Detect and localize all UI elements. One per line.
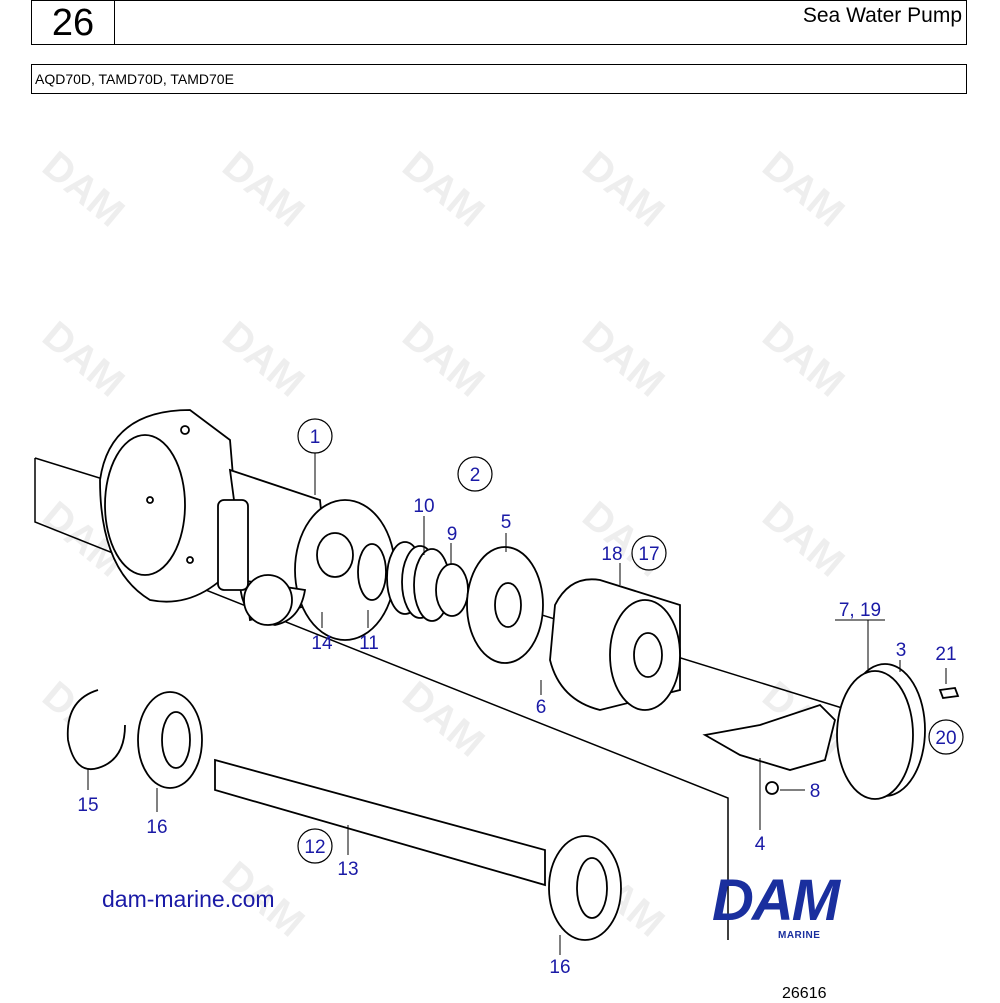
callout-18: 18 bbox=[601, 544, 622, 565]
svg-text:DAM: DAM bbox=[214, 143, 312, 235]
callout-10: 10 bbox=[413, 496, 434, 517]
callout-4: 4 bbox=[755, 834, 766, 855]
callout-5: 5 bbox=[501, 512, 512, 533]
callout-7-19: 7, 19 bbox=[839, 600, 881, 621]
callout-11: 11 bbox=[359, 633, 379, 654]
cover-plate bbox=[836, 663, 960, 800]
header-box: 26 Sea Water Pump bbox=[31, 0, 967, 45]
page-title: Sea Water Pump bbox=[802, 4, 962, 27]
shaft-assembly bbox=[66, 689, 622, 941]
cam-plate bbox=[466, 546, 544, 664]
wear-plate bbox=[702, 703, 836, 795]
svg-text:DAM: DAM bbox=[34, 313, 132, 405]
callout-12: 12 bbox=[304, 837, 325, 858]
callout-17: 17 bbox=[638, 544, 659, 565]
page-number: 26 bbox=[32, 1, 115, 44]
seal-assembly bbox=[357, 541, 469, 622]
callout-21: 21 bbox=[935, 644, 956, 665]
callout-16-bottom: 16 bbox=[549, 957, 570, 978]
impeller bbox=[549, 578, 681, 711]
callout-9: 9 bbox=[447, 524, 458, 545]
svg-text:DAM: DAM bbox=[214, 313, 312, 405]
svg-text:DAM: DAM bbox=[574, 143, 672, 235]
callout-3: 3 bbox=[896, 640, 907, 661]
callout-1: 1 bbox=[310, 427, 321, 448]
callout-2: 2 bbox=[470, 465, 481, 486]
leader-lines bbox=[87, 452, 947, 955]
svg-text:DAM: DAM bbox=[394, 313, 492, 405]
dam-logo: DAM bbox=[712, 868, 840, 933]
svg-text:DAM: DAM bbox=[574, 313, 672, 405]
callout-14: 14 bbox=[311, 633, 333, 654]
svg-text:DAM: DAM bbox=[754, 313, 852, 405]
callout-6: 6 bbox=[536, 697, 547, 718]
svg-text:DAM: DAM bbox=[754, 493, 852, 585]
callout-13: 13 bbox=[337, 859, 358, 880]
callout-labels: 1 2 10 9 5 18 17 14 11 6 7, 19 3 21 20 8… bbox=[77, 418, 964, 978]
callout-12-circle bbox=[297, 828, 333, 864]
callout-20-circle bbox=[928, 719, 964, 755]
website-link[interactable]: dam-marine.com bbox=[102, 886, 275, 912]
svg-text:DAM: DAM bbox=[34, 143, 132, 235]
callout-16-left: 16 bbox=[146, 817, 167, 838]
logo-subtitle: MARINE bbox=[778, 930, 821, 941]
svg-text:DAM: DAM bbox=[754, 143, 852, 235]
pump-housing bbox=[99, 409, 396, 641]
callout-20: 20 bbox=[935, 728, 956, 749]
callout-17-circle bbox=[631, 535, 667, 571]
svg-text:DAM: DAM bbox=[394, 673, 492, 765]
callout-1-circle bbox=[297, 418, 333, 454]
callout-8: 8 bbox=[810, 781, 821, 802]
callout-15: 15 bbox=[77, 795, 98, 816]
drawing-reference-number: 26616 bbox=[782, 985, 827, 1002]
models-label: AQD70D, TAMD70D, TAMD70E bbox=[31, 64, 967, 94]
svg-text:DAM: DAM bbox=[394, 143, 492, 235]
callout-2-circle bbox=[457, 456, 493, 492]
